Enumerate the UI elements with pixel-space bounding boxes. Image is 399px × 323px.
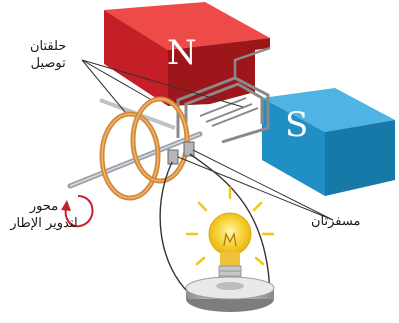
slip-ring-back-highlight	[132, 98, 188, 182]
south-pole-label: S	[285, 105, 308, 145]
leader-lines	[81, 59, 334, 221]
axle-label-line1: محور	[29, 199, 59, 214]
brushes-label: مسفرتان	[311, 214, 361, 229]
rotation-arrow	[61, 195, 94, 228]
south-magnet: S	[262, 88, 395, 196]
north-magnet: N	[104, 2, 270, 106]
bulb-glass	[208, 212, 252, 256]
axle-label-line2: لتدوير الإطار	[10, 216, 78, 231]
lamp-holder	[185, 276, 275, 312]
bulb-rays	[185, 186, 275, 266]
brush-left	[167, 149, 179, 165]
slip-ring-front-highlight	[101, 113, 159, 199]
axle-label: محور لتدوير الإطار	[6, 198, 82, 232]
bulb-filament	[223, 231, 237, 247]
slip-rings-label-line2: توصيل	[30, 56, 66, 71]
slip-rings	[99, 96, 190, 201]
slip-rings-label-line1: حلقتان	[30, 39, 67, 54]
bulb-neck	[220, 252, 240, 266]
brush-right	[183, 141, 195, 157]
lamp-wires	[159, 153, 271, 297]
light-bulb	[208, 212, 252, 281]
north-pole-label: N	[167, 33, 197, 73]
slip-rings-label: حلقتان توصيل	[30, 38, 66, 72]
